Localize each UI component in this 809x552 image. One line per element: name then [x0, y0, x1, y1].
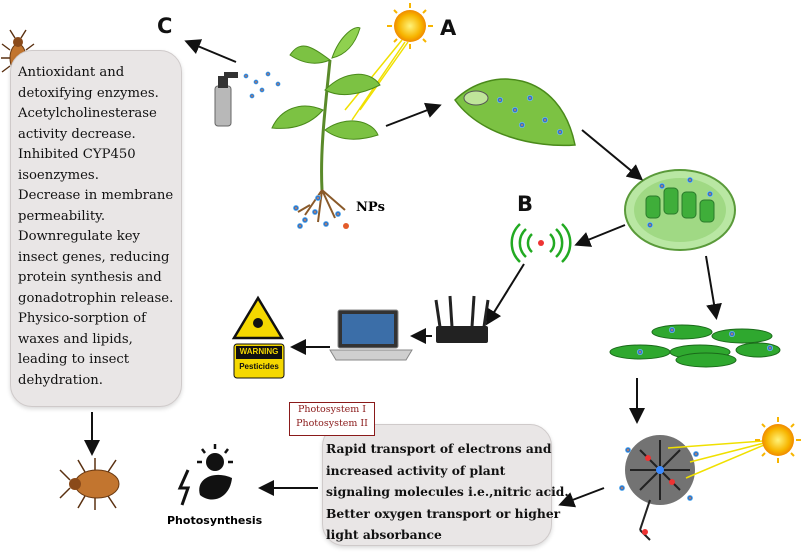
- thylakoid-icon: [609, 324, 781, 368]
- router-icon: [434, 295, 490, 343]
- insect-effects-line: gonadotrophin release.: [18, 290, 174, 306]
- insect-effects-panel: [10, 50, 182, 407]
- label-a: A: [440, 16, 457, 40]
- insect-effects-line: detoxifying enzymes.: [18, 85, 159, 101]
- insect-effects-line: insect genes, reducing: [18, 249, 170, 265]
- leaf-icon: [454, 78, 576, 147]
- plant-effects-line: light absorbance: [326, 527, 442, 542]
- wifi-signal-icon: [510, 223, 572, 263]
- plant-icon: [271, 26, 381, 223]
- insect-effects-line: permeability.: [18, 208, 106, 224]
- insect-effects-line: waxes and lipids,: [18, 331, 133, 347]
- warning-sign-icon: [231, 295, 285, 379]
- plant-effects-line: increased activity of plant: [326, 462, 506, 478]
- insect-effects-line: Downregulate key: [18, 229, 140, 244]
- warning-subtitle: Pesticides: [239, 362, 279, 371]
- photosynthesis-label: Photosynthesis: [167, 514, 263, 527]
- label-b: B: [517, 192, 534, 216]
- photosynthesis-icon: [177, 444, 233, 506]
- photosystem-label-box: Photosystem I Photosystem II: [289, 402, 375, 436]
- insect-effects-line: Physico-sorption of: [18, 311, 146, 326]
- sun-icon-small: [755, 417, 801, 463]
- insect-effects-line: Inhibited CYP450: [18, 147, 136, 162]
- insect-effects-line: isoenzymes.: [18, 167, 99, 183]
- insect-effects-text: Antioxidant and detoxifying enzymes. Ace…: [18, 63, 183, 391]
- photosystem-2-label: Photosystem II: [296, 418, 368, 429]
- insect-effects-line: dehydration.: [18, 372, 103, 388]
- chlorophyll-molecule-icon: [619, 435, 777, 541]
- insect-effects-line: leading to insect: [18, 352, 130, 367]
- plant-effects-panel: [322, 424, 552, 546]
- insect-effects-line: activity decrease.: [18, 126, 136, 142]
- photosystem-1-label: Photosystem I: [297, 404, 367, 415]
- spray-bottle-icon: [214, 72, 238, 127]
- plant-effects-line: Rapid transport of electrons and: [326, 441, 552, 456]
- laptop-icon: [329, 309, 413, 361]
- chloroplast-icon: [624, 169, 736, 251]
- nanoparticles-label: NPs: [356, 200, 385, 215]
- insect-effects-line: Antioxidant and: [18, 65, 125, 80]
- plant-effects-line: Better oxygen transport or higher: [326, 505, 561, 521]
- plant-effects-text: Rapid transport of electrons and increas…: [326, 438, 569, 546]
- plant-effects-line: signaling molecules i.e.,nitric acid.: [326, 484, 569, 499]
- insect-icon-bottom: [59, 458, 120, 510]
- spray-particles: [243, 71, 281, 99]
- insect-effects-line: protein synthesis and: [18, 270, 162, 285]
- warning-title: WARNING: [239, 347, 279, 356]
- insect-effects-line: Decrease in membrane: [18, 188, 174, 203]
- insect-effects-line: Acetylcholinesterase: [18, 106, 157, 121]
- label-c: C: [157, 14, 173, 38]
- root-nanoparticles: [293, 195, 349, 229]
- flow-arrows: [84, 39, 722, 508]
- sun-icon: [344, 3, 433, 121]
